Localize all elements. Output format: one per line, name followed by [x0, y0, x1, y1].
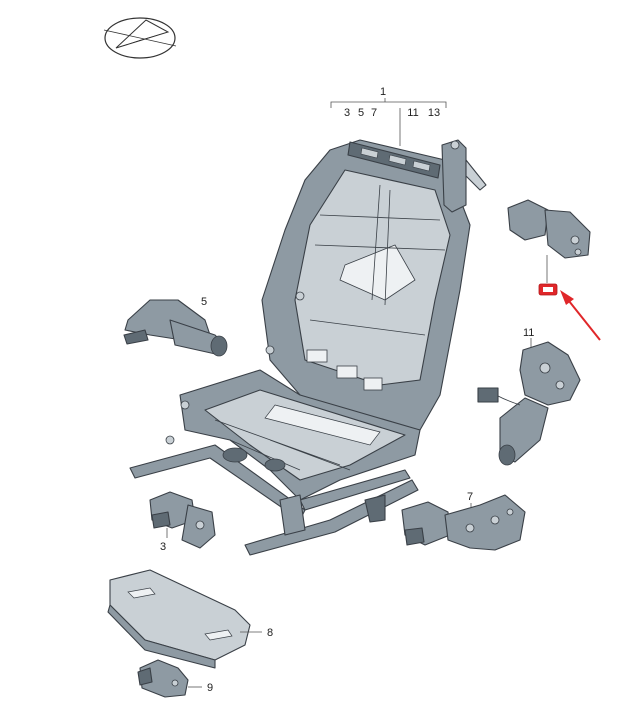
- label-assembly: 1: [380, 86, 386, 98]
- label-sub-7: 7: [371, 107, 377, 119]
- label-sub-13: 13: [428, 107, 440, 119]
- part-11-motor: 11: [477, 327, 581, 466]
- red-arrow: [560, 290, 601, 341]
- label-part-8: 8: [267, 627, 273, 639]
- part-top-right-motor: [507, 199, 591, 283]
- assembly-callout: 1 3 5 7 11 13: [330, 86, 447, 146]
- label-part-7: 7: [467, 491, 473, 503]
- part-8-panel: 8: [107, 569, 273, 669]
- label-part-9: 9: [207, 682, 213, 694]
- label-part-3: 3: [160, 541, 166, 553]
- label-part-5: 5: [201, 296, 207, 308]
- seat-frame: [129, 139, 487, 556]
- label-sub-5: 5: [358, 107, 364, 119]
- part-7-motor: 7: [401, 491, 526, 551]
- label-part-11: 11: [523, 327, 534, 339]
- label-sub-11: 11: [407, 107, 418, 119]
- compass-diamond-icon: [103, 17, 177, 59]
- part-9-motor: 9: [137, 659, 213, 698]
- part-3-motor: 3: [149, 491, 216, 553]
- hand-symbol-icon: [538, 283, 558, 296]
- label-sub-3: 3: [344, 107, 350, 119]
- part-5-motor: 5: [123, 296, 228, 357]
